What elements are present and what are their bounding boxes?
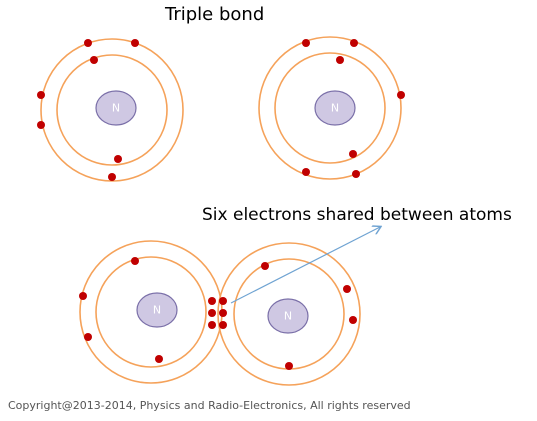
- electron: [108, 173, 116, 181]
- electron: [397, 91, 405, 99]
- nucleus: [136, 292, 178, 328]
- electron: [114, 155, 122, 163]
- nucleus: [267, 298, 309, 334]
- copyright-notice: Copyright@2013-2014, Physics and Radio-E…: [8, 399, 411, 412]
- electron: [302, 39, 310, 47]
- electron: [131, 39, 139, 47]
- shared-electron: [208, 297, 216, 305]
- atom-bottom-right: [217, 242, 361, 386]
- electron: [261, 262, 269, 270]
- electron: [349, 150, 357, 158]
- nucleus-label: N: [283, 309, 293, 323]
- electron: [84, 333, 92, 341]
- shared-electron: [219, 321, 227, 329]
- shared-electron: [219, 309, 227, 317]
- pointer-arrow: [230, 227, 380, 304]
- atom-top-right: [258, 36, 405, 180]
- atom-top-left: [37, 38, 184, 182]
- nucleus-label: N: [152, 303, 162, 317]
- electron: [79, 292, 87, 300]
- atom-bottom-left: [79, 240, 223, 384]
- electron: [336, 56, 344, 64]
- nucleus: [314, 90, 356, 126]
- nucleus: [95, 90, 137, 126]
- electron: [90, 56, 98, 64]
- shared-electron: [208, 309, 216, 317]
- electron: [131, 257, 139, 265]
- diagram-title: Triple bond: [165, 4, 265, 25]
- electron: [350, 39, 358, 47]
- electron: [302, 168, 310, 176]
- inner-orbit: [56, 54, 168, 166]
- outer-orbit: [258, 36, 402, 180]
- electron: [84, 39, 92, 47]
- inner-orbit: [95, 256, 207, 368]
- electron: [37, 121, 45, 129]
- nucleus-label: N: [330, 101, 340, 115]
- shared-electron: [219, 297, 227, 305]
- electron: [352, 170, 360, 178]
- electron: [155, 355, 163, 363]
- electron: [37, 91, 45, 99]
- shared-electrons-caption: Six electrons shared between atoms: [202, 205, 512, 225]
- shared-electrons: [208, 297, 227, 329]
- electron: [343, 285, 351, 293]
- nucleus-label: N: [111, 101, 121, 115]
- electron: [349, 316, 357, 324]
- shared-electron: [208, 321, 216, 329]
- outer-orbit: [217, 242, 361, 386]
- electron: [285, 362, 293, 370]
- inner-orbit: [274, 52, 386, 164]
